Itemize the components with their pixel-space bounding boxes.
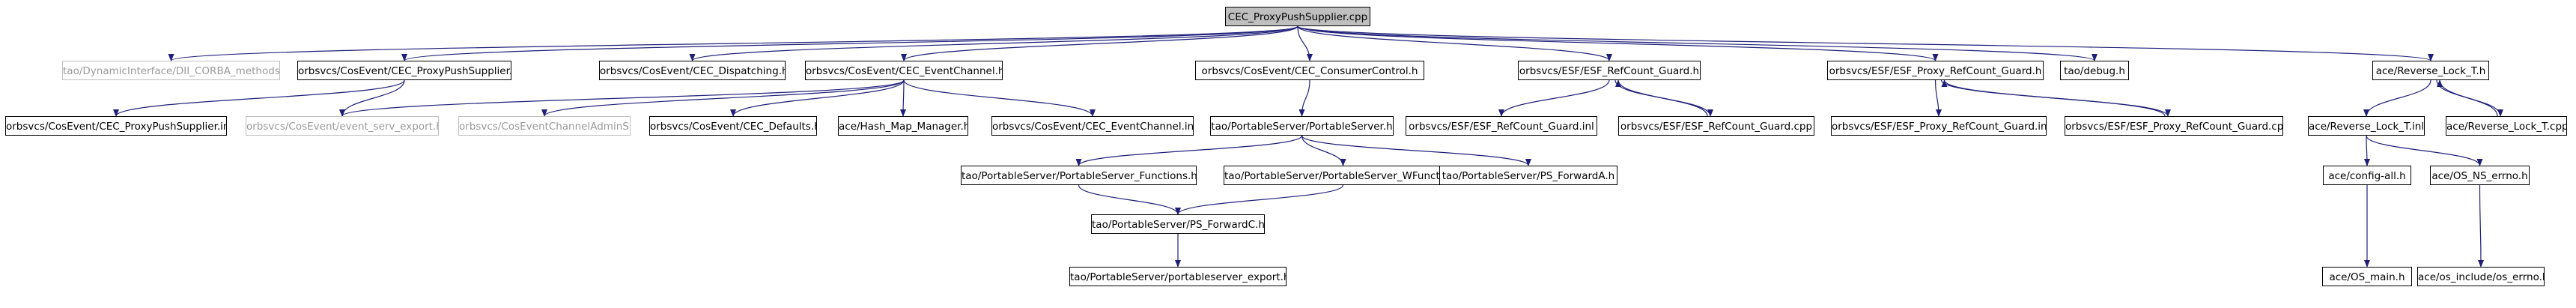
- node-disp[interactable]: orbsvcs/CosEvent/CEC_Dispatching.h: [599, 61, 786, 80]
- node-psexp[interactable]: tao/PortableServer/portableserver_export…: [1069, 267, 1287, 286]
- node-esexp: orbsvcs/CosEvent/event_serv_export.h: [246, 116, 439, 136]
- node-pswfun[interactable]: tao/PortableServer/PortableServer_WFunct…: [1224, 166, 1462, 185]
- node-rcg-cpp[interactable]: orbsvcs/ESF/ESF_RefCount_Guard.cpp: [1618, 116, 1814, 136]
- node-psfa[interactable]: tao/PortableServer/PS_ForwardA.h: [1439, 166, 1617, 185]
- edge-rlt-inl-to-osns: [2366, 135, 2483, 166]
- edge-prcg-h-to-prcg-inl: [1934, 79, 1942, 117]
- node-prcg-h[interactable]: orbsvcs/ESF/ESF_Proxy_RefCount_Guard.h: [1827, 61, 2044, 80]
- edge-psfun-to-psfc: [1078, 184, 1181, 215]
- edge-rcg-h-to-rcg-inl: [1498, 79, 1610, 117]
- edge-evch-to-hmm: [900, 79, 907, 117]
- node-psfc[interactable]: tao/PortableServer/PS_ForwardC.h: [1091, 214, 1265, 234]
- node-dbg[interactable]: tao/debug.h: [2060, 61, 2129, 80]
- node-rcg-h[interactable]: orbsvcs/ESF/ESF_RefCount_Guard.h: [1518, 61, 1701, 80]
- edge-root-to-rlt-h: [1297, 25, 2434, 61]
- edge-root-to-dbg: [1297, 25, 2097, 61]
- node-prcg-cpp[interactable]: orbsvcs/ESF/ESF_Proxy_RefCount_Guard.cpp: [2065, 116, 2283, 136]
- node-dii: tao/DynamicInterface/DII_CORBA_methods.h: [62, 61, 280, 80]
- node-cfgall[interactable]: ace/config-all.h: [2323, 166, 2411, 185]
- node-hmm[interactable]: ace/Hash_Map_Manager.h: [838, 116, 968, 136]
- edge-pps-h-to-pps-inl: [113, 79, 405, 117]
- edge-root-to-prcg-h: [1297, 25, 1939, 61]
- edge-ps-h-to-pswfun: [1301, 135, 1346, 166]
- node-rcg-inl[interactable]: orbsvcs/ESF/ESF_RefCount_Guard.inl: [1406, 116, 1597, 136]
- edge-rcg-cpp-to-rcg-h: [1615, 79, 1708, 117]
- edge-root-to-cctl: [1297, 25, 1313, 61]
- node-pps-inl[interactable]: orbsvcs/CosEvent/CEC_ProxyPushSupplier.i…: [5, 116, 227, 136]
- node-prcg-inl[interactable]: orbsvcs/ESF/ESF_Proxy_RefCount_Guard.inl: [1831, 116, 2047, 136]
- node-defs[interactable]: orbsvcs/CosEvent/CEC_Defaults.h: [649, 116, 817, 136]
- edge-ps-h-to-psfa: [1301, 135, 1531, 166]
- edge-evch-to-defs: [730, 79, 905, 117]
- node-ecas: orbsvcs/CosEventChannelAdminS.h: [458, 116, 631, 136]
- node-evch[interactable]: orbsvcs/CosEvent/CEC_EventChannel.h: [805, 61, 1003, 80]
- node-osns[interactable]: ace/OS_NS_errno.h: [2430, 166, 2530, 185]
- edge-evch-to-esexp: [339, 79, 905, 117]
- node-osmain[interactable]: ace/OS_main.h: [2322, 267, 2412, 286]
- edge-osns-to-oserr: [2477, 184, 2484, 268]
- edge-rlt-inl-to-cfgall: [2363, 135, 2370, 166]
- edge-rlt-h-to-rlt-inl: [2363, 79, 2431, 117]
- node-evch-inl[interactable]: orbsvcs/CosEvent/CEC_EventChannel.inl: [991, 116, 1194, 136]
- node-ps-h[interactable]: tao/PortableServer/PortableServer.h: [1210, 116, 1394, 136]
- edge-root-to-evch: [901, 25, 1298, 61]
- node-psfun[interactable]: tao/PortableServer/PortableServer_Functi…: [961, 166, 1197, 185]
- node-rlt-cpp[interactable]: ace/Reverse_Lock_T.cpp: [2446, 116, 2567, 136]
- edge-evch-to-ecas: [541, 79, 905, 117]
- edge-evch-to-evch-inl: [903, 79, 1096, 117]
- edge-root-to-rcg-h: [1297, 25, 1612, 61]
- node-cctl[interactable]: orbsvcs/CosEvent/CEC_ConsumerControl.h: [1195, 61, 1424, 80]
- edge-pswfun-to-psfc: [1175, 184, 1344, 215]
- edge-ps-h-to-psfun: [1075, 135, 1303, 166]
- edge-root-to-disp: [689, 25, 1298, 61]
- edge-root-to-dii: [168, 25, 1298, 61]
- edge-rlt-cpp-to-rlt-h: [2437, 79, 2498, 117]
- edge-root-to-pps-h: [401, 25, 1298, 61]
- node-rlt-inl[interactable]: ace/Reverse_Lock_T.inl: [2308, 116, 2425, 136]
- edge-cctl-to-ps-h: [1298, 79, 1310, 117]
- node-root[interactable]: CEC_ProxyPushSupplier.cpp: [1225, 7, 1370, 26]
- node-pps-h[interactable]: orbsvcs/CosEvent/CEC_ProxyPushSupplier.h: [297, 61, 511, 80]
- edge-prcg-cpp-to-prcg-h: [1941, 79, 2166, 117]
- node-oserr[interactable]: ace/os_include/os_errno.h: [2417, 267, 2545, 286]
- node-rlt-h[interactable]: ace/Reverse_Lock_T.h: [2372, 61, 2489, 80]
